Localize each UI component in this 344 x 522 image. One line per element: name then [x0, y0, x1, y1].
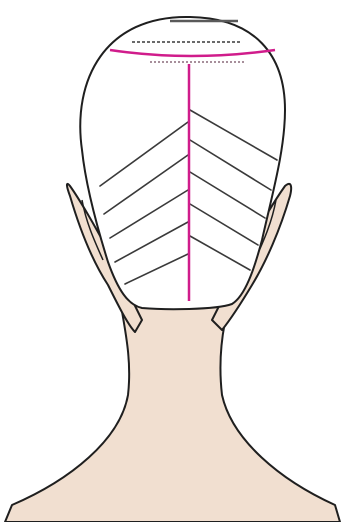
neck-shoulders-icon	[5, 300, 340, 522]
head-outline-icon	[80, 17, 285, 309]
